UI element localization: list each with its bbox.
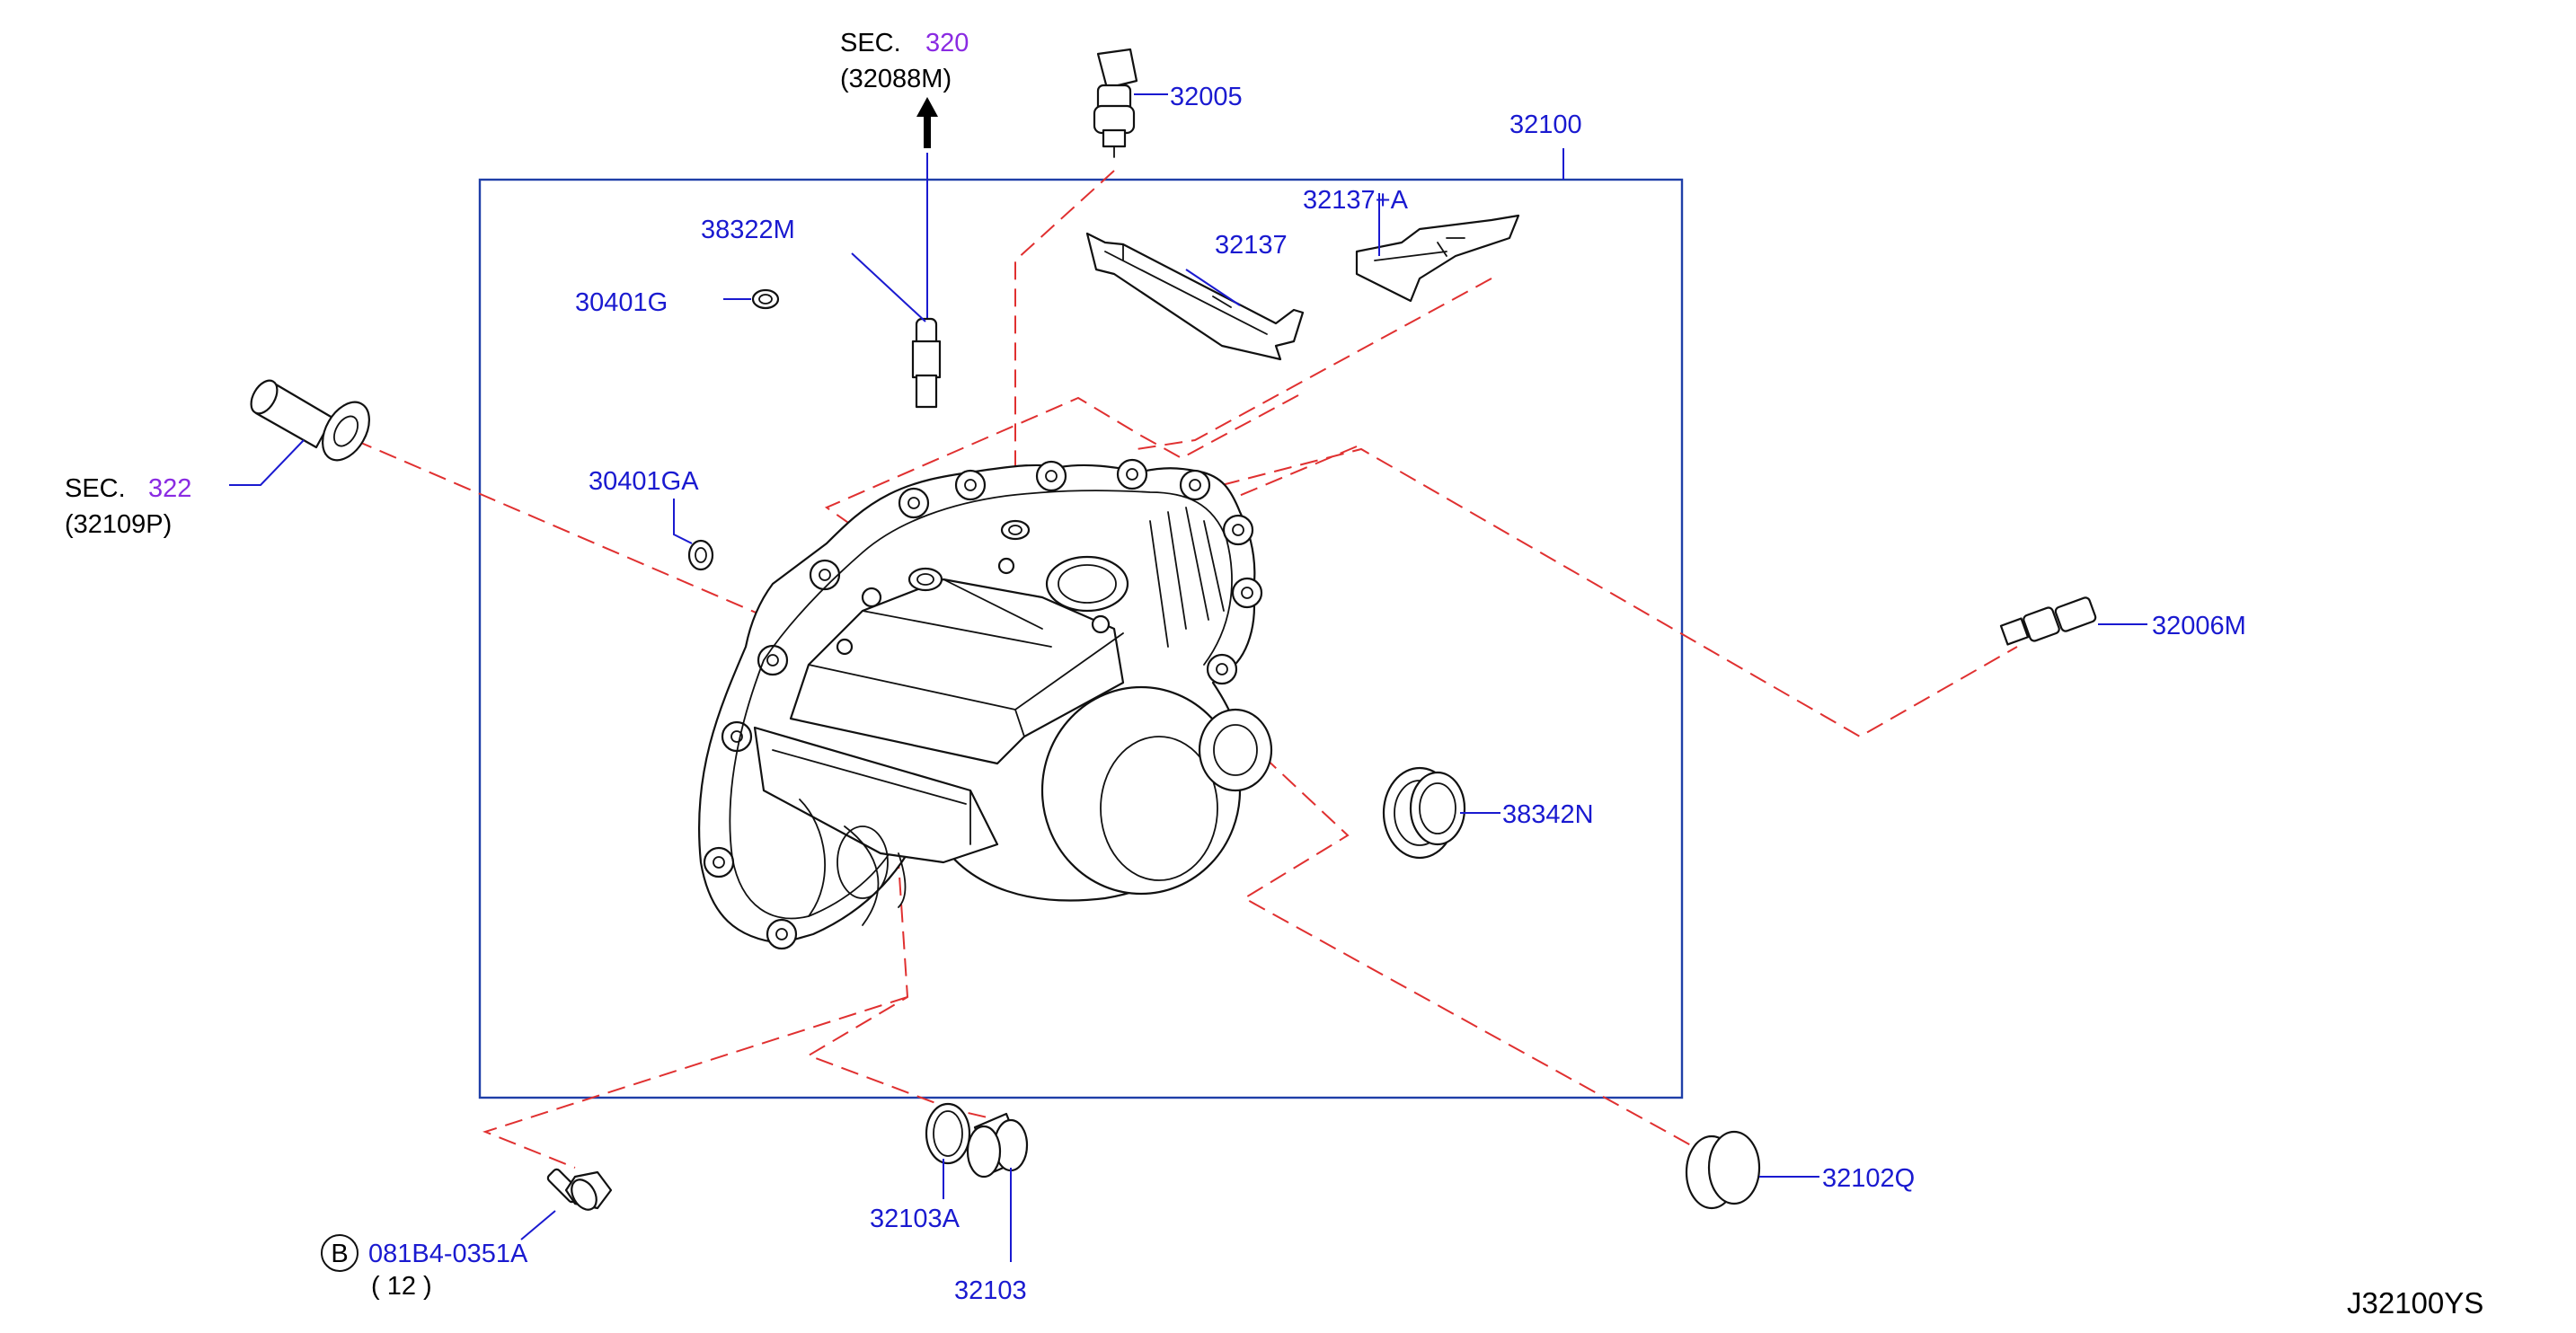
sleeve-32109p <box>229 379 370 486</box>
label-32102q[interactable]: 32102Q <box>1822 1164 1915 1193</box>
label-32005[interactable]: 32005 <box>1170 83 1243 111</box>
plug-32103 <box>966 1112 1029 1262</box>
label-30401ga[interactable]: 30401GA <box>589 467 699 496</box>
label-30401g[interactable]: 30401G <box>575 288 668 317</box>
label-38342n[interactable]: 38342N <box>1502 800 1594 829</box>
switch-32006m <box>1999 596 2147 646</box>
label-38322m[interactable]: 38322M <box>701 216 795 244</box>
bolt-081b4 <box>520 1168 613 1240</box>
transmission-case <box>697 458 1273 950</box>
sensor-32005 <box>1093 48 1168 158</box>
sec-320-arrow <box>916 97 938 323</box>
sec-320-prefix: SEC. <box>840 29 901 57</box>
label-32103a[interactable]: 32103A <box>870 1205 960 1233</box>
bracket-32137 <box>1085 232 1305 361</box>
label-32100[interactable]: 32100 <box>1509 110 1582 139</box>
seal-30401ga <box>673 499 714 571</box>
assembly-frame <box>478 178 1684 1099</box>
label-bolt[interactable]: 081B4-0351A <box>368 1240 528 1268</box>
oring-32103a <box>925 1102 971 1199</box>
plug-32102q <box>1685 1130 1819 1210</box>
bolt-marker-letter: B <box>331 1240 348 1268</box>
bolt-marker-circle <box>321 1234 359 1272</box>
bracket-32137a <box>1355 193 1520 303</box>
flange-bolt-bosses <box>703 458 1263 950</box>
label-32006m[interactable]: 32006M <box>2152 612 2246 640</box>
pin-38322m <box>851 252 942 409</box>
diagram-code: J32100YS <box>2347 1286 2483 1320</box>
seal-38342n <box>1382 766 1500 860</box>
sec-320-number[interactable]: 320 <box>925 29 969 57</box>
label-bolt-qty: ( 12 ) <box>371 1272 432 1301</box>
sec-320-ref: (32088M) <box>840 65 952 93</box>
label-32103[interactable]: 32103 <box>954 1276 1027 1305</box>
label-32137[interactable]: 32137 <box>1215 231 1288 260</box>
sec-322-ref: (32109P) <box>65 510 172 539</box>
sec-322-prefix: SEC. <box>65 474 126 503</box>
label-32137a[interactable]: 32137+A <box>1303 186 1409 215</box>
sec-322-number[interactable]: 322 <box>148 474 191 503</box>
washer-30401g <box>723 288 780 310</box>
